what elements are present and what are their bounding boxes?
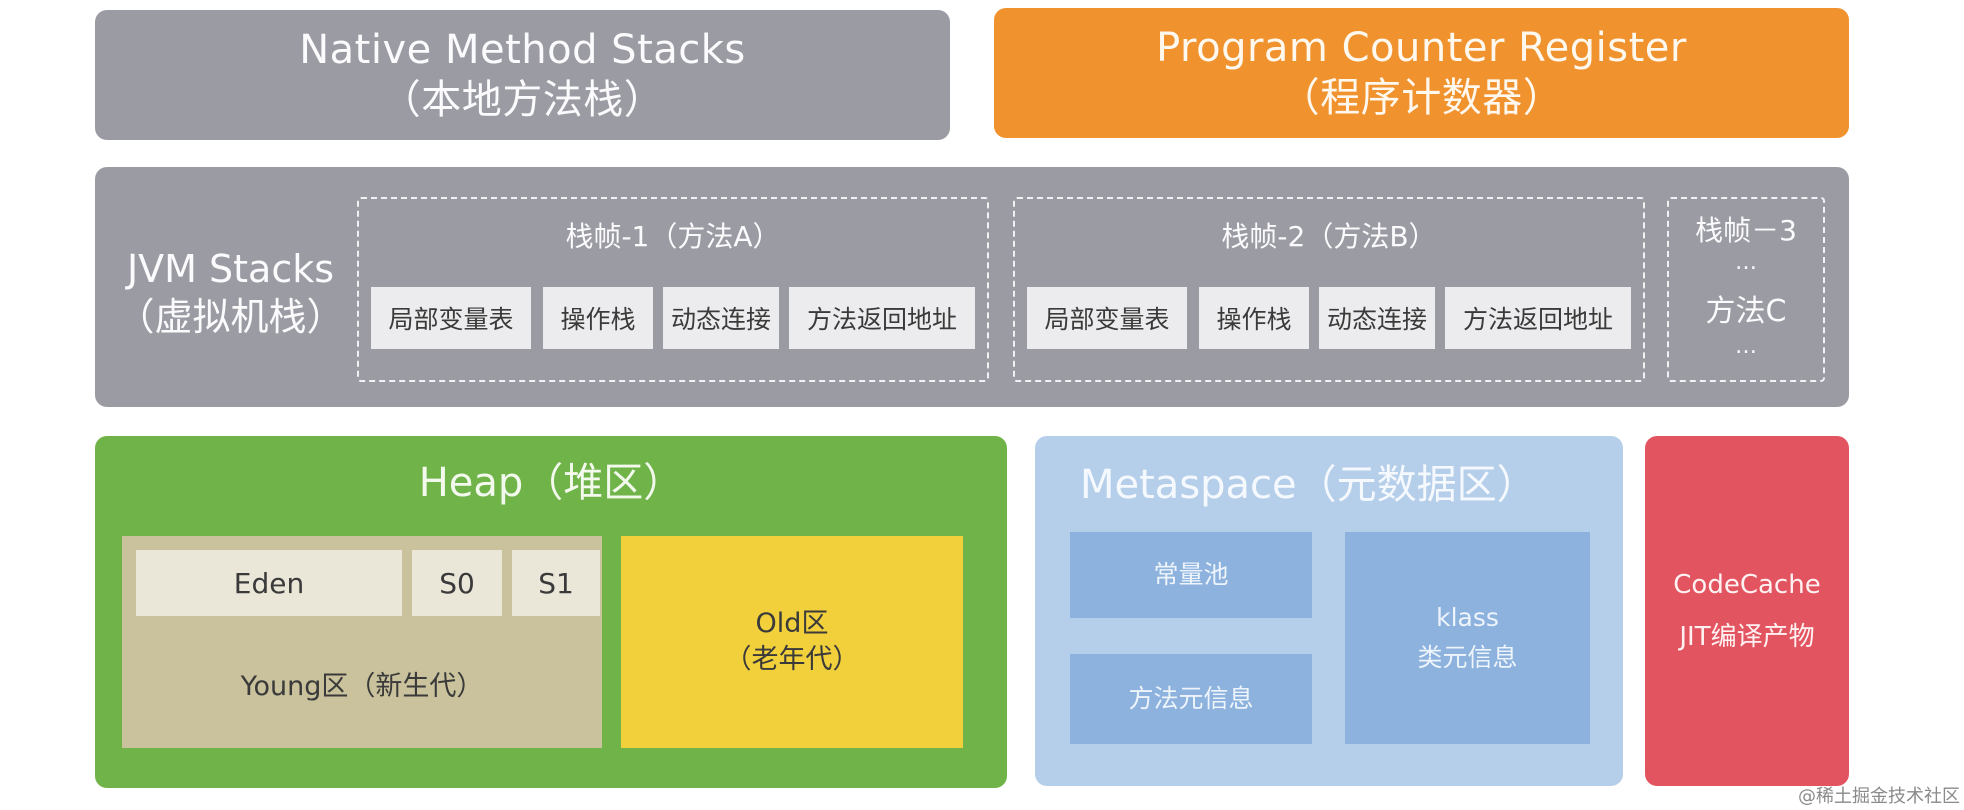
klass-label: klass bbox=[1436, 603, 1499, 632]
native-method-stacks-title: Native Method Stacks bbox=[299, 27, 746, 73]
constant-pool: 常量池 bbox=[1070, 532, 1312, 618]
stack-frame-3-method: 方法C bbox=[1705, 294, 1787, 329]
stack-frame-3-title: 栈帧－3 bbox=[1695, 214, 1797, 247]
survivor-s0: S0 bbox=[412, 550, 502, 616]
return-address-cell: 方法返回地址 bbox=[1445, 287, 1631, 349]
constant-pool-label: 常量池 bbox=[1153, 560, 1229, 589]
jvm-stacks-title: JVM Stacks bbox=[126, 247, 335, 291]
program-counter-register-title: Program Counter Register bbox=[1156, 25, 1687, 71]
code-cache-title: CodeCache bbox=[1673, 570, 1821, 600]
stack-frame-3-ellipsis-bottom: … bbox=[1735, 334, 1757, 359]
stack-frame-1-title: 栈帧-1（方法A） bbox=[565, 220, 781, 253]
old-generation: Old区 （老年代） bbox=[621, 536, 963, 748]
operand-stack-cell: 操作栈 bbox=[1199, 287, 1309, 349]
stack-frame-3-ellipsis-top: … bbox=[1735, 250, 1757, 275]
heap-block: Heap（堆区） Eden S0 S1 Young区（新生代） Old区 （老年… bbox=[95, 436, 1007, 788]
heap-title: Heap（堆区） bbox=[418, 460, 684, 506]
local-variable-table-cell: 局部变量表 bbox=[1027, 287, 1187, 349]
method-metadata-label: 方法元信息 bbox=[1128, 684, 1254, 713]
program-counter-register-block: Program Counter Register （程序计数器） bbox=[994, 8, 1849, 138]
young-generation: Eden S0 S1 Young区（新生代） bbox=[122, 536, 602, 748]
metaspace-block: Metaspace（元数据区） 常量池 方法元信息 klass 类元信息 bbox=[1035, 436, 1623, 786]
klass-metadata: klass 类元信息 bbox=[1345, 532, 1590, 744]
old-generation-label: Old区 bbox=[755, 608, 829, 639]
jvm-stacks-block: JVM Stacks （虚拟机栈） 栈帧-1（方法A） 局部变量表 操作栈 动态… bbox=[95, 167, 1849, 407]
local-variable-table-cell: 局部变量表 bbox=[371, 287, 531, 349]
eden-space: Eden bbox=[136, 550, 402, 616]
dynamic-linking-cell: 动态连接 bbox=[663, 287, 779, 349]
watermark: @稀土掘金技术社区 bbox=[1798, 786, 1960, 807]
survivor-s1: S1 bbox=[512, 550, 600, 616]
operand-stack-cell: 操作栈 bbox=[543, 287, 653, 349]
dynamic-linking-cell: 动态连接 bbox=[1319, 287, 1435, 349]
native-method-stacks-subtitle: （本地方法栈） bbox=[380, 77, 665, 123]
metaspace-title: Metaspace（元数据区） bbox=[1080, 462, 1537, 508]
code-cache-subtitle: JIT编译产物 bbox=[1679, 622, 1815, 652]
jvm-stacks-subtitle: （虚拟机栈） bbox=[116, 295, 345, 339]
stack-frame-2-title: 栈帧-2（方法B） bbox=[1221, 220, 1437, 253]
jvm-stacks-label: JVM Stacks （虚拟机栈） bbox=[103, 245, 358, 341]
method-metadata: 方法元信息 bbox=[1070, 654, 1312, 744]
stack-frame-1: 栈帧-1（方法A） 局部变量表 操作栈 动态连接 方法返回地址 bbox=[357, 197, 989, 382]
program-counter-register-subtitle: （程序计数器） bbox=[1279, 75, 1564, 121]
stack-frame-3: 栈帧－3 … 方法C … bbox=[1667, 197, 1825, 382]
stack-frame-2: 栈帧-2（方法B） 局部变量表 操作栈 动态连接 方法返回地址 bbox=[1013, 197, 1645, 382]
code-cache-block: CodeCache JIT编译产物 bbox=[1645, 436, 1849, 786]
native-method-stacks-block: Native Method Stacks （本地方法栈） bbox=[95, 10, 950, 140]
old-generation-sublabel: （老年代） bbox=[724, 644, 860, 675]
return-address-cell: 方法返回地址 bbox=[789, 287, 975, 349]
klass-metadata-label: 类元信息 bbox=[1417, 643, 1518, 672]
young-generation-label: Young区（新生代） bbox=[240, 671, 484, 702]
